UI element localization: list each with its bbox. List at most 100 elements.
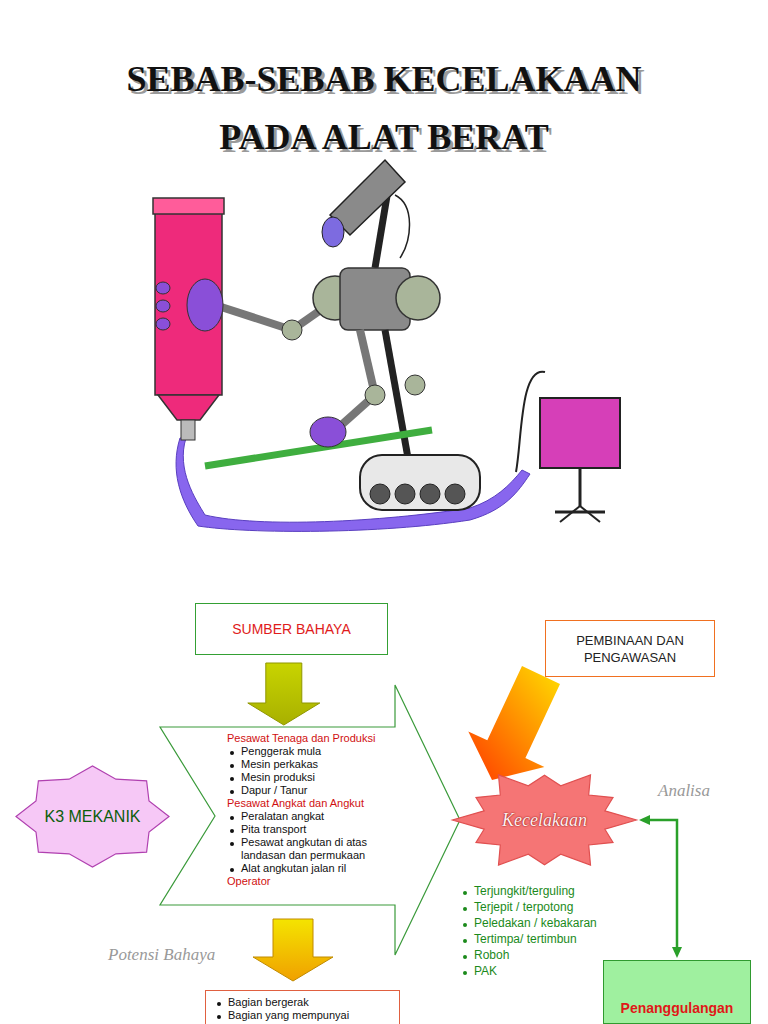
block-arrow-shape — [253, 919, 333, 981]
tube-body — [155, 210, 222, 395]
hazard-potential-label: Potensi Bahaya — [108, 944, 215, 965]
list-item: Bagian yang mempunyai — [214, 1009, 391, 1022]
bullet — [217, 1002, 221, 1006]
bullet — [230, 829, 234, 833]
elbow-joint — [282, 320, 302, 340]
monitor-leg — [580, 506, 600, 522]
arrowhead — [672, 947, 682, 958]
block-arrow-shape — [248, 663, 320, 725]
bullet — [230, 842, 234, 846]
block-arrow-shape — [468, 666, 560, 780]
list-item: Mesin perkakas — [227, 758, 412, 771]
bullet — [230, 790, 234, 794]
item-text: Mesin produksi — [241, 771, 315, 784]
bullet — [463, 955, 467, 959]
wheel — [445, 484, 465, 504]
item-text: Alat angkutan jalan ril — [241, 862, 346, 875]
label-text: PAK — [474, 964, 497, 979]
guidance-block-arrow — [468, 666, 560, 780]
arrowhead — [639, 815, 650, 825]
wheel — [370, 484, 390, 504]
wheel — [395, 484, 415, 504]
item-text: Pesawat Tenaga dan Produksi — [227, 732, 375, 745]
list-item: Pesawat Angkat dan Angkut — [227, 797, 412, 810]
bullet — [463, 971, 467, 975]
item-text: Dapur / Tanur — [241, 784, 307, 797]
accident-type: Peledakan / kebakaran — [460, 916, 630, 931]
bullet — [463, 923, 467, 927]
list-item: Penggerak mula — [227, 745, 412, 758]
accident-type: Tertimpa/ tertimbun — [460, 932, 630, 947]
accident-type: Roboh — [460, 948, 630, 963]
title: SEBAB-SEBAB KECELAKAAN PADA ALAT BERAT — [84, 50, 684, 166]
list-item: Pita transport — [227, 823, 412, 836]
accident-type: Terjepit / terpotong — [460, 900, 630, 915]
item-text: Mesin perkakas — [241, 758, 318, 771]
camera-lens — [322, 217, 344, 247]
finger — [156, 300, 170, 312]
list-item: Alat angkutan jalan ril — [227, 862, 412, 875]
analysis-connector — [639, 815, 682, 958]
analysis-label: Analisa — [658, 780, 710, 801]
label-text: Tertimpa/ tertimbun — [474, 932, 577, 947]
hazard-potential-box: Bagian bergerakBagian yang mempunyai — [205, 990, 400, 1024]
finger — [156, 318, 170, 330]
item-text: Bagian bergerak — [228, 996, 309, 1009]
item-text: Bagian yang mempunyai — [228, 1009, 349, 1022]
item-text: Operator — [227, 875, 270, 888]
item-text: Pesawat Angkat dan Angkut — [227, 797, 364, 810]
bullet — [230, 751, 234, 755]
item-text: Pesawat angkutan di atas landasan dan pe… — [241, 836, 412, 862]
k3-star: K3 MEKANIK — [15, 765, 170, 868]
list-item: Pesawat Tenaga dan Produksi — [227, 732, 412, 745]
accident-type: PAK — [460, 964, 630, 979]
shoulder-right — [396, 276, 440, 320]
label-text: Peledakan / kebakaran — [474, 916, 597, 931]
source-box: SUMBER BAHAYA — [195, 603, 388, 655]
accident-type: Terjungkit/terguling — [460, 884, 630, 899]
list-item: Operator — [227, 875, 412, 888]
track-body — [360, 455, 480, 510]
hazard-list-arrow: Pesawat Tenaga dan ProduksiPenggerak mul… — [160, 685, 460, 955]
knee-joint — [405, 375, 425, 395]
bullet — [230, 868, 234, 872]
lower-glove — [310, 417, 346, 447]
burst-shape — [453, 775, 637, 865]
list-item: Pesawat angkutan di atas landasan dan pe… — [227, 836, 412, 862]
guidance-box: PEMBINAAN DAN PENGAWASAN — [545, 620, 715, 677]
potential-block-arrow — [253, 919, 333, 981]
response-box: Penanggulangan — [603, 960, 751, 1024]
tube-taper — [158, 395, 219, 420]
flow-block-arrow — [248, 663, 320, 725]
finger — [156, 282, 170, 294]
bullet — [463, 891, 467, 895]
connector-line — [649, 820, 677, 948]
item-text: Peralatan angkat — [241, 810, 324, 823]
monitor-screen — [540, 398, 620, 468]
label-text: Roboh — [474, 948, 509, 963]
label-text: Terjepit / terpotong — [474, 900, 573, 915]
wheel — [420, 484, 440, 504]
item-text: Penggerak mula — [241, 745, 321, 758]
box-text: SUMBER BAHAYA — [232, 620, 351, 638]
bullet — [230, 777, 234, 781]
list-item: Peralatan angkat — [227, 810, 412, 823]
monitor-stand — [579, 468, 582, 506]
list-item: Mesin produksi — [227, 771, 412, 784]
burst-text: Kecelakaan — [502, 809, 587, 831]
bullet — [217, 1015, 221, 1019]
list-column: Pesawat Tenaga dan ProduksiPenggerak mul… — [227, 732, 412, 888]
list-item: Dapur / Tanur — [227, 784, 412, 797]
upper-arm — [215, 305, 292, 330]
monitor-leg — [560, 506, 580, 522]
bullet — [463, 907, 467, 911]
bullet — [230, 816, 234, 820]
tube-cap — [153, 198, 224, 214]
lower-joint — [365, 385, 385, 405]
tube-nozzle — [181, 420, 195, 440]
box-text: PEMBINAAN DAN PENGAWASAN — [554, 632, 706, 666]
purple-goo — [176, 438, 530, 531]
star-text: K3 MEKANIK — [44, 807, 140, 827]
upper-glove — [187, 279, 223, 331]
label-text: Terjungkit/terguling — [474, 884, 575, 899]
